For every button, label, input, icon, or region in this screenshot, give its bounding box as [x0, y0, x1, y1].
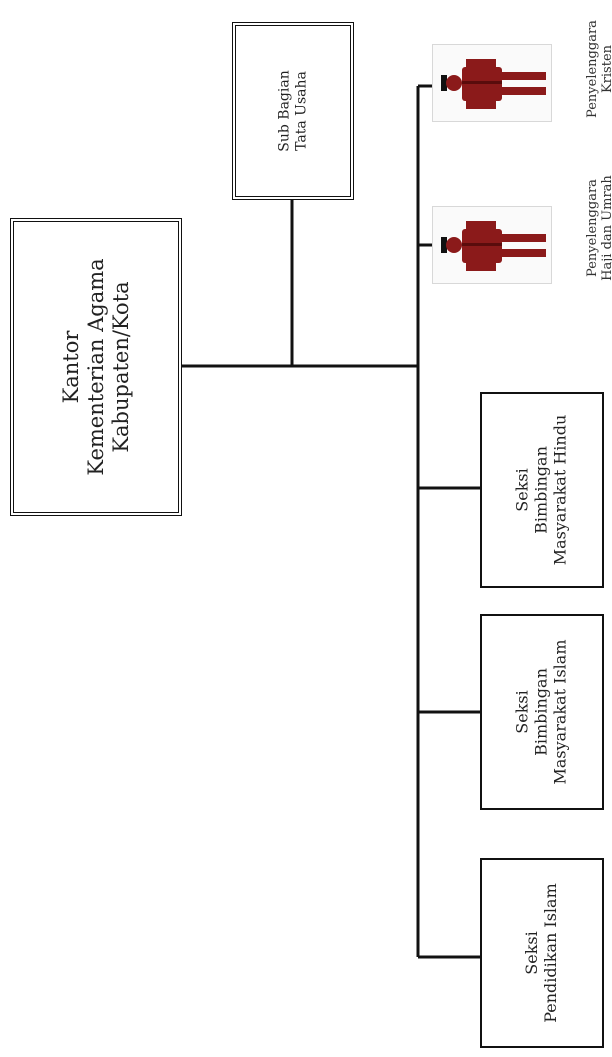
- kantor-kementerian-box: Kantor Kementerian Agama Kabupaten/Kota: [10, 218, 182, 516]
- seksi-pendidikan-line-2: Pendidikan Islam: [541, 883, 560, 1023]
- seksi-bimas-islam-box: Seksi Bimbingan Masyarakat Islam: [480, 614, 604, 810]
- seksi-pendidikan-line-1: Seksi: [522, 931, 542, 975]
- seksi-islam-line-2: Bimbingan: [531, 668, 551, 756]
- kantor-line-2: Kementerian Agama: [83, 258, 108, 476]
- sub-bagian-line-1: Sub Bagian: [276, 70, 293, 152]
- penyelenggara-kristen-line-2: Kristen: [599, 44, 612, 94]
- penyelenggara-haji-figure: [432, 206, 552, 284]
- penyelenggara-haji-label: Penyelenggara Haji dan Umrah: [585, 153, 612, 303]
- penyelenggara-haji-line-2: Haji dan Umrah: [599, 175, 612, 281]
- seksi-islam-line-1: Seksi: [512, 690, 532, 734]
- penyelenggara-haji-line-1: Penyelenggara: [585, 179, 600, 277]
- seksi-pendidikan-islam-box: Seksi Pendidikan Islam: [480, 858, 604, 1048]
- seksi-islam-line-3: Masyarakat Islam: [550, 639, 570, 785]
- person-figure-icon: [441, 59, 546, 109]
- sub-bagian-line-2: Tata Usaha: [293, 71, 309, 151]
- seksi-bimas-hindu-box: Seksi Bimbingan Masyarakat Hindu: [480, 392, 604, 588]
- penyelenggara-kristen-figure: [432, 44, 552, 122]
- seksi-hindu-line-2: Bimbingan: [531, 446, 551, 534]
- seksi-hindu-line-1: Seksi: [512, 468, 532, 512]
- kantor-line-1: Kantor: [58, 330, 83, 404]
- person-figure-icon: [441, 221, 546, 271]
- penyelenggara-kristen-label: Penyelenggara Kristen: [585, 4, 612, 134]
- kantor-line-3: Kabupaten/Kota: [108, 281, 133, 453]
- sub-bagian-tata-usaha-box: Sub Bagian Tata Usaha: [232, 22, 354, 200]
- penyelenggara-kristen-line-1: Penyelenggara: [585, 20, 600, 118]
- seksi-hindu-line-3: Masyarakat Hindu: [550, 414, 570, 566]
